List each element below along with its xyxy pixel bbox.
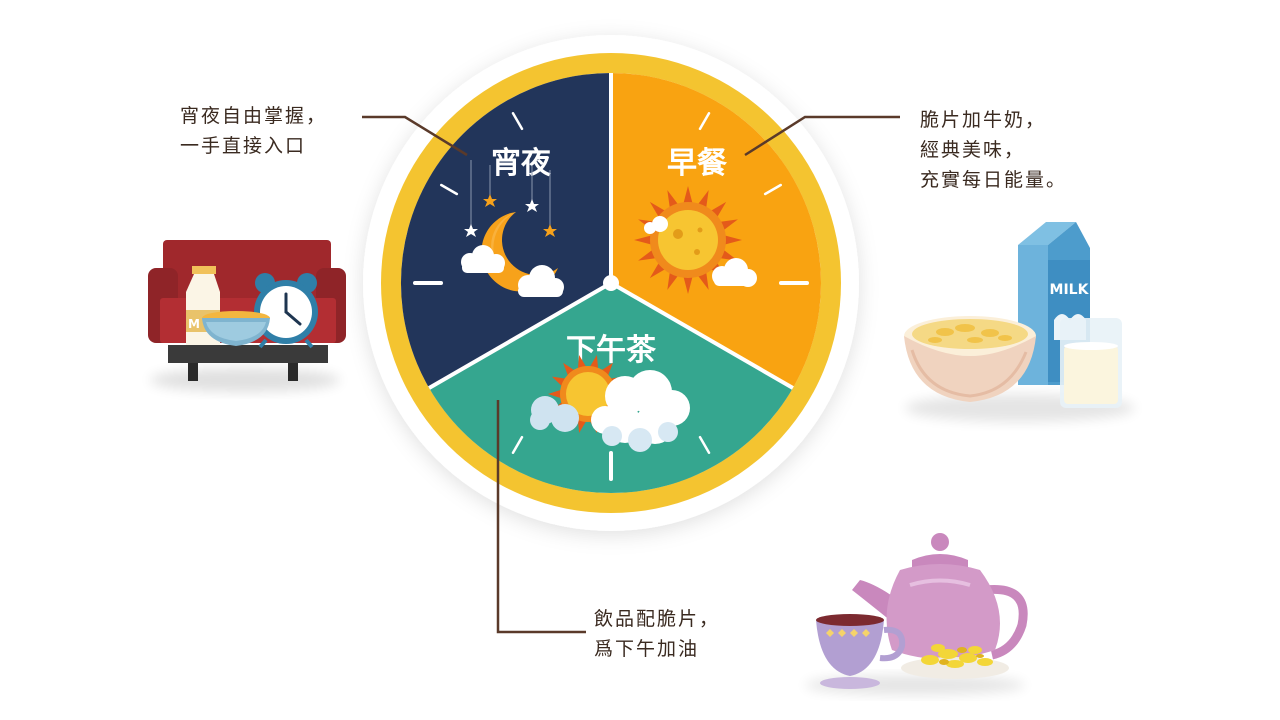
teapot-icon — [852, 533, 1028, 660]
caption-line: 飲品配脆片， — [594, 608, 721, 630]
alarm-clock-icon — [254, 273, 318, 349]
sun-ray — [634, 234, 655, 246]
sun-ray — [682, 186, 694, 207]
caption-line: 宵夜自由掌握， — [180, 105, 328, 127]
clock-tick — [698, 112, 711, 131]
caption-breakfast: 脆片加牛奶， 經典美味， 充實每日能量。 — [920, 105, 1067, 195]
cloud-icon — [644, 216, 757, 287]
clock-ticks — [413, 85, 809, 481]
meal-clock: 宵夜 早餐 下午茶 — [363, 35, 859, 531]
clock-tick — [511, 435, 524, 454]
breakfast-illustration: MILK — [904, 222, 1135, 422]
cloud-icon — [461, 245, 564, 297]
sun-ray — [682, 273, 694, 294]
clock-center-pin — [603, 275, 619, 291]
clock-tick — [698, 435, 711, 454]
teacup-icon — [816, 614, 906, 689]
cereal-bowl-icon — [202, 311, 270, 346]
table-top — [168, 345, 328, 363]
clock-tick — [440, 183, 459, 196]
caption-line: 一手直接入口 — [180, 135, 307, 157]
clock-tick — [763, 370, 782, 383]
leader-line-tea — [496, 400, 586, 634]
caption-night: 宵夜自由掌握， 一手直接入口 — [180, 101, 327, 161]
caption-line: 脆片加牛奶， — [920, 109, 1047, 131]
tea-illustration — [805, 533, 1028, 695]
segment-night — [400, 72, 611, 388]
caption-line: 爲下午加油 — [594, 638, 700, 660]
clock-tick — [763, 183, 782, 196]
cereal-plate-icon — [901, 644, 1009, 679]
star-icon — [464, 194, 557, 237]
night-snack-illustration: M — [148, 240, 346, 392]
segment-label-night: 宵夜 — [491, 146, 552, 181]
sun-ray — [721, 234, 742, 246]
star-strings — [470, 160, 551, 228]
milk-glass-icon — [1060, 318, 1122, 408]
clock-tick — [511, 112, 524, 131]
clock-tick — [440, 370, 459, 383]
bottle-label: M — [188, 317, 200, 331]
sun-icon — [634, 186, 742, 294]
cereal-bowl-icon — [904, 316, 1036, 402]
segment-label-breakfast: 早餐 — [667, 146, 728, 181]
caption-tea: 飲品配脆片， 爲下午加油 — [594, 604, 720, 664]
sun-ray — [548, 389, 563, 399]
milk-carton-label: MILK — [1050, 282, 1090, 298]
caption-line: 充實每日能量。 — [920, 169, 1068, 191]
leader-line-breakfast — [744, 115, 900, 157]
leader-lines — [362, 115, 900, 634]
caption-line: 經典美味， — [920, 139, 1026, 161]
cloud-icon — [530, 370, 690, 452]
leader-line-night — [362, 115, 468, 157]
